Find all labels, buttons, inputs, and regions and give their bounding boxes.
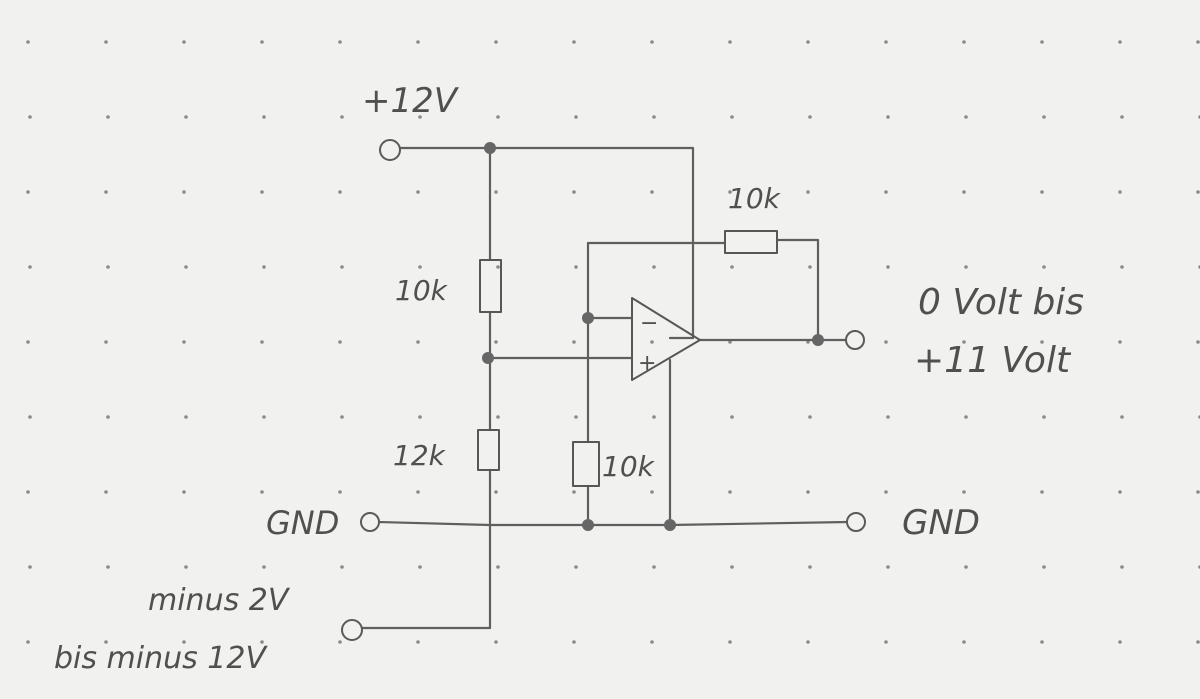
resistor-10k-feedback <box>724 230 778 254</box>
resistor-label-bottom: 12k <box>393 439 447 472</box>
output-label-line2: +11 Volt <box>914 340 1072 381</box>
input-label-line2: bis minus 12V <box>54 641 268 676</box>
output-label-line1: 0 Volt bis <box>918 282 1084 323</box>
terminal-gnd-left <box>360 512 380 532</box>
supply-label: +12V <box>362 81 460 121</box>
terminal-gnd-right <box>846 512 866 532</box>
resistor-label-top: 10k <box>395 274 449 307</box>
resistor-label-feedback: 10k <box>728 182 782 215</box>
resistor-12k <box>477 429 500 471</box>
resistor-label-ground: 10k <box>602 450 656 483</box>
terminal-plus12v <box>379 139 401 161</box>
opamp-symbol <box>631 297 701 381</box>
terminal-input <box>341 619 363 641</box>
wires <box>358 146 850 630</box>
opamp-plus-sign: + <box>638 351 656 376</box>
gnd-right-label: GND <box>902 503 980 543</box>
opamp-minus-sign: − <box>640 311 658 336</box>
dot-grid <box>26 40 1200 644</box>
resistor-10k-top <box>479 259 502 313</box>
gnd-left-label: GND <box>266 504 339 542</box>
terminal-output <box>845 330 865 350</box>
junction-nodes <box>482 142 824 531</box>
resistor-10k-ground <box>572 441 600 487</box>
input-label-line1: minus 2V <box>148 583 291 618</box>
